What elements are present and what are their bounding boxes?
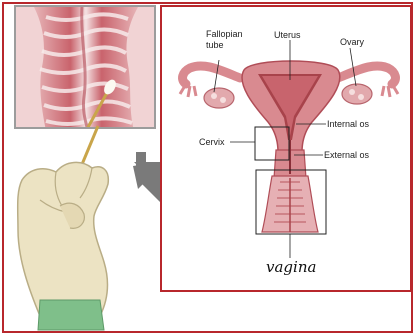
label-fallopian-tube: Fallopian (206, 29, 243, 39)
right-ovary (342, 84, 372, 104)
left-ovary (204, 88, 234, 108)
label-cervix: Cervix (199, 137, 225, 147)
label-fallopian-tube-2: tube (206, 40, 224, 50)
label-external-os: External os (324, 150, 369, 160)
label-uterus: Uterus (274, 30, 301, 40)
label-ovary: Ovary (340, 37, 364, 47)
label-vagina: vagina (266, 258, 316, 276)
label-internal-os: Internal os (327, 119, 369, 129)
